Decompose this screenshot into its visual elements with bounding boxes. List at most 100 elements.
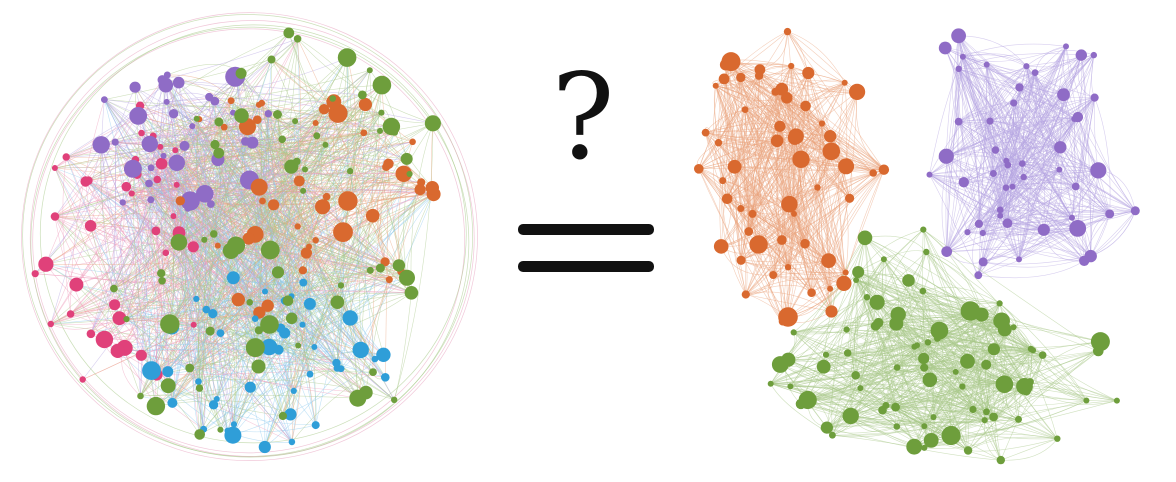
network-node (285, 312, 298, 325)
network-edge (54, 191, 433, 217)
network-node (821, 253, 836, 268)
network-node (207, 200, 215, 208)
network-edge (895, 400, 974, 410)
network-node (273, 110, 282, 119)
network-node (322, 141, 329, 148)
network-edge (958, 35, 996, 151)
network-edge (1013, 326, 1101, 342)
network-node (744, 227, 754, 236)
network-node (145, 179, 153, 188)
network-edge (962, 54, 1036, 73)
network-edge (148, 183, 386, 263)
network-edge (958, 68, 1095, 99)
network-node (147, 164, 155, 172)
network-edge (858, 271, 1031, 383)
network-node (268, 199, 280, 211)
network-edge (403, 173, 410, 278)
network-edge (825, 229, 924, 355)
network-edge (134, 86, 316, 241)
network-edge (726, 109, 746, 199)
network-edge (908, 280, 1000, 304)
network-node (392, 259, 406, 272)
network-edge (290, 346, 315, 415)
network-edge (770, 360, 968, 384)
network-edge (333, 101, 433, 124)
network-edge (775, 91, 818, 188)
network-edge (271, 59, 295, 391)
network-edge (193, 132, 365, 326)
network-node (1054, 141, 1067, 154)
network-node (997, 212, 1004, 219)
network-node (869, 169, 877, 177)
network-edge (982, 232, 1085, 262)
network-edge (896, 303, 1000, 427)
network-node (160, 314, 180, 334)
network-node (719, 177, 727, 185)
network-edge (787, 31, 845, 83)
network-node (978, 257, 988, 267)
network-edge (850, 379, 931, 417)
network-node (299, 321, 306, 328)
network-edge (1071, 55, 1086, 218)
network-edge (209, 32, 290, 98)
network-node (284, 408, 297, 421)
network-node (242, 232, 255, 245)
network-node (205, 326, 215, 336)
network-edge (725, 64, 795, 215)
network-edge (1026, 66, 1085, 261)
network-node (774, 120, 786, 132)
network-edge (829, 91, 858, 289)
network-edge (376, 130, 386, 262)
network-edge (198, 362, 337, 382)
network-node (142, 361, 161, 380)
network-edge (999, 303, 1087, 401)
network-edge (45, 105, 141, 265)
network-node (158, 277, 166, 285)
network-edge (393, 292, 412, 400)
network-edge (983, 213, 1110, 263)
network-edge (793, 331, 915, 347)
network-node (1113, 397, 1120, 404)
network-node (1015, 415, 1022, 423)
network-edge (337, 193, 433, 303)
network-node (84, 220, 97, 232)
network-edge (982, 160, 1008, 263)
network-edge (722, 126, 780, 181)
network-node (1027, 345, 1035, 353)
equals-sign (518, 224, 654, 272)
network-edge (168, 385, 316, 426)
network-edge (155, 230, 162, 375)
network-edge (946, 97, 1095, 157)
network-edge (50, 317, 120, 330)
network-node (329, 95, 337, 102)
network-edge (857, 271, 934, 418)
network-edge (855, 375, 1001, 461)
network-node (372, 75, 392, 95)
network-edge (955, 303, 1000, 373)
network-edge (946, 102, 1014, 157)
network-node (736, 255, 746, 265)
network-edge (958, 35, 1061, 148)
network-edge (850, 415, 1001, 461)
network-hull (32, 28, 466, 454)
network-edge (155, 226, 298, 407)
network-edge (787, 166, 847, 268)
network-node (208, 400, 219, 410)
network-edge (805, 105, 850, 199)
network-edge (240, 73, 292, 167)
network-node (189, 123, 196, 130)
network-node (1069, 214, 1075, 221)
network-node (86, 329, 96, 339)
network-node (382, 117, 401, 136)
network-node (1037, 223, 1050, 236)
network-edge (734, 166, 884, 171)
network-node (754, 71, 764, 80)
network-edge (124, 343, 315, 349)
network-edge (793, 82, 845, 214)
network-node (141, 135, 158, 153)
network-edge (1022, 163, 1091, 257)
network-node (371, 355, 379, 363)
network-node (802, 66, 815, 80)
network-edge (137, 167, 152, 397)
network-edge (240, 38, 298, 74)
